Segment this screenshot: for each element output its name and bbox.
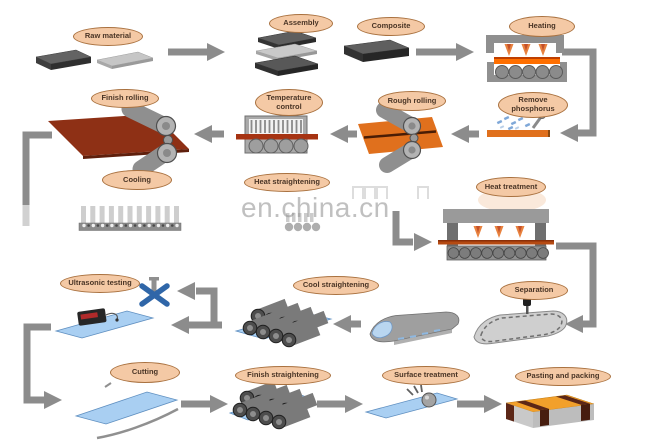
stage-label-raw-material: Raw material: [73, 27, 143, 46]
rough-rolling-mill-icon: [358, 102, 443, 173]
stage-label-composite: Composite: [357, 17, 425, 36]
heat-treatment-furnace-icon: [438, 188, 554, 261]
composite-slab-icon: [343, 39, 410, 62]
separation-plate-icon: [473, 295, 568, 345]
stage-label-cutting: Cutting: [110, 362, 180, 383]
packed-bundle-icon: [505, 394, 595, 428]
separated-plate-icon: [369, 311, 460, 345]
stage-label-surface-treatment: Surface treatment: [382, 366, 470, 385]
connector-finish-rolling-down: [22, 131, 52, 205]
stage-label-cooling: Cooling: [102, 170, 172, 190]
stage-label-assembly: Assembly: [269, 14, 333, 33]
temperature-control-unit-icon: [236, 115, 318, 154]
stage-label-finish-rolling: Finish rolling: [91, 89, 159, 108]
stage-label-heating: Heating: [509, 16, 575, 37]
stage-label-cool-straightening: Cool straightening: [293, 276, 379, 295]
connector-heating-to-removephos: [562, 48, 597, 137]
stage-label-finish-straightening: Finish straightening: [235, 366, 331, 385]
watermark-glyph-box: [352, 186, 364, 199]
watermark-glyph-box: [417, 186, 429, 199]
heating-furnace-icon: [486, 35, 567, 82]
stage-label-pasting-and-packing: Pasting and packing: [515, 367, 611, 386]
raw-material-plates-icon: [35, 49, 154, 70]
stage-label-separation: Separation: [500, 281, 568, 300]
cool-straightening-rollers-icon: [234, 305, 333, 347]
connector-heat-treatment-down: [556, 242, 597, 328]
stage-label-remove-phosphorus: Remove phosphorus: [498, 92, 568, 118]
stage-label-ultrasonic-testing: Ultrasonic testing: [60, 274, 140, 293]
heat-straightening-machine-icon: [284, 213, 321, 232]
connector-ultrasonic-to-cutting: [23, 323, 51, 404]
connector-to-heat-treatment: [392, 211, 413, 246]
cooling-sprayer-icon: [78, 206, 182, 231]
cutting-station-icon: [74, 382, 179, 440]
stage-label-temperature-control: Temperature control: [255, 89, 323, 116]
finish-rolling-mill-icon: [48, 100, 189, 178]
surface-treatment-icon: [364, 384, 459, 419]
ultrasonic-testing-station-icon: [54, 277, 170, 339]
watermark-glyph-box: [376, 186, 388, 199]
stage-label-rough-rolling: Rough rolling: [378, 91, 446, 111]
watermark-glyph-box: [364, 186, 376, 199]
assembly-stack-icon: [254, 30, 319, 76]
connector-to-ultrasonic-probe: [196, 287, 218, 325]
flow-arrows: [22, 48, 597, 408]
remove-phosphorus-spray-icon: [487, 111, 550, 137]
finish-straightening-rollers-icon: [230, 387, 315, 429]
stage-label-heat-treatment: Heat treatment: [476, 177, 546, 197]
stage-label-heat-straightening: Heat straightening: [244, 173, 330, 192]
